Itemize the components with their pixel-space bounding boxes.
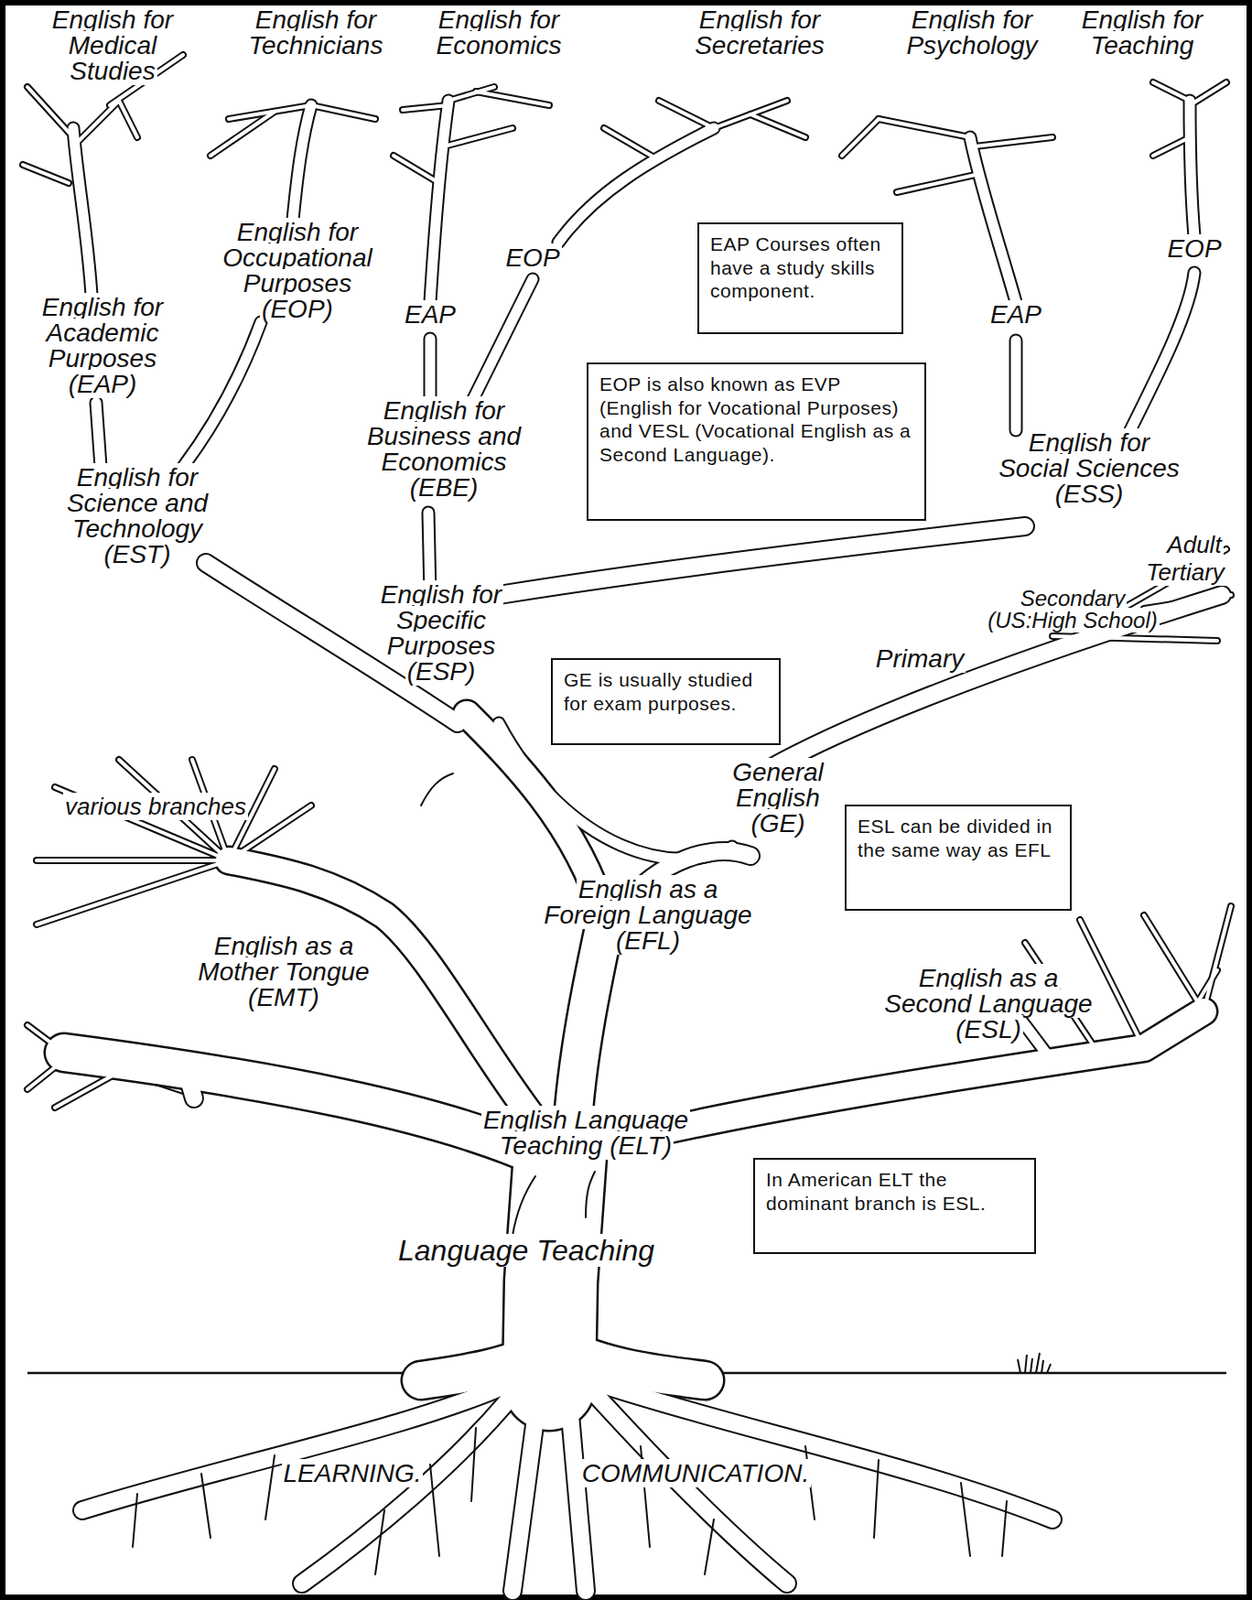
label-text: various branches: [63, 792, 249, 821]
branch-label: Adult: [1157, 532, 1231, 557]
twig-fill: [22, 54, 1231, 1108]
bark-marks: [155, 773, 595, 1236]
branch-label: English for Teaching: [1055, 7, 1230, 59]
label-text: Secondary (US:High School): [985, 585, 1159, 633]
label-text: English as a Second Language (ESL): [882, 963, 1094, 1044]
branch-label: Primary: [864, 646, 975, 672]
branch-label: English for Secretaries: [668, 7, 852, 59]
label-text: EOP: [1165, 234, 1223, 263]
note-text: In American ELT the dominant branch is E…: [766, 1167, 1024, 1215]
branch-label: EOP: [496, 245, 570, 271]
branch-label: LEARNING.: [242, 1460, 463, 1487]
label-text: EAP: [988, 300, 1044, 329]
branch-label: Tertiary: [1134, 560, 1236, 584]
label-text: English for Social Sciences (ESS): [996, 428, 1182, 508]
label-text: English for Medical Studies: [50, 5, 175, 86]
branch-label: English as a Foreign Language (EFL): [533, 876, 763, 954]
label-text: Tertiary: [1144, 558, 1227, 586]
branch-label: EOP: [1157, 236, 1231, 262]
branch-outline: [22, 54, 1231, 1591]
branch-label: COMMUNICATION.: [558, 1460, 833, 1487]
branch-fill: [22, 54, 1231, 1591]
label-text: English for Specific Purposes (ESP): [378, 580, 504, 686]
label-text: English for Technicians: [247, 5, 386, 60]
branch-label: English for Economics: [407, 7, 591, 59]
grass-tuft: [1017, 1352, 1051, 1373]
branch-label: Language Teaching: [343, 1235, 710, 1265]
branch-label: English for Technicians: [224, 7, 408, 59]
label-text: General English (GE): [730, 757, 826, 838]
label-text: English for Occupational Purposes (EOP): [220, 217, 374, 324]
branch-label: English for Social Sciences (ESS): [992, 430, 1186, 508]
label-text: English as a Mother Tongue (EMT): [195, 931, 371, 1012]
branch-label: EAP: [979, 302, 1053, 328]
branch-label: English Language Teaching (ELT): [466, 1107, 705, 1159]
label-text: English for Science and Technology (EST): [64, 463, 210, 569]
note-text: ESL can be divided in the same way as EF…: [857, 814, 1059, 862]
label-text: LEARNING.: [281, 1458, 424, 1488]
branch-label: English for Academic Purposes (EAP): [24, 294, 181, 398]
note-box: In American ELT the dominant branch is E…: [753, 1157, 1037, 1254]
branch-label: English as a Mother Tongue (EMT): [178, 933, 389, 1011]
branch-label: English as a Second Language (ESL): [878, 965, 1099, 1043]
label-text: English for Academic Purposes (EAP): [40, 292, 165, 399]
branch-outline: [228, 713, 1204, 1149]
label-text: Language Teaching: [396, 1233, 657, 1267]
note-box: EAP Courses often have a study skills co…: [697, 222, 904, 335]
branch-label: General English (GE): [718, 759, 838, 837]
trunk-flare-fill: [420, 1345, 705, 1381]
branch-label: EAP: [393, 302, 467, 328]
label-text: English as a Foreign Language (EFL): [541, 874, 754, 955]
note-text: GE is usually studied for exam purposes.: [563, 668, 768, 715]
branch-fill: [228, 713, 1204, 1149]
branch-label: English for Psychology: [880, 7, 1064, 59]
label-text: English Language Teaching (ELT): [481, 1105, 691, 1160]
note-box: ESL can be divided in the same way as EF…: [844, 804, 1072, 911]
label-text: Adult: [1165, 530, 1223, 559]
branch-label: Secondary (US:High School): [971, 587, 1174, 632]
label-text: Primary: [874, 644, 966, 673]
note-text: EOP is also known as EVP (English for Vo…: [599, 372, 914, 466]
branch-fill: [73, 100, 1195, 1062]
label-text: English for Business and Economics (EBE): [365, 396, 523, 502]
label-text: English for Economics: [434, 5, 564, 60]
branch-label: English for Occupational Purposes (EOP): [208, 219, 388, 323]
label-text: English for Secretaries: [692, 5, 827, 60]
branch-label: English for Medical Studies: [39, 7, 186, 85]
label-text: English for Psychology: [904, 5, 1039, 60]
label-text: English for Teaching: [1079, 5, 1205, 60]
branch-label: English for Science and Technology (EST): [53, 464, 223, 568]
branch-label: English for Specific Purposes (ESP): [363, 582, 519, 685]
note-box: GE is usually studied for exam purposes.: [550, 658, 781, 745]
root-hairs: [132, 1427, 1007, 1575]
note-text: EAP Courses often have a study skills co…: [710, 232, 891, 303]
branch-label: various branches: [18, 794, 293, 819]
label-text: EAP: [402, 300, 458, 329]
branch-label: English for Business and Economics (EBE): [359, 398, 529, 501]
label-text: EOP: [503, 243, 562, 272]
note-box: EOP is also known as EVP (English for Vo…: [586, 362, 927, 521]
label-text: COMMUNICATION.: [580, 1458, 811, 1488]
